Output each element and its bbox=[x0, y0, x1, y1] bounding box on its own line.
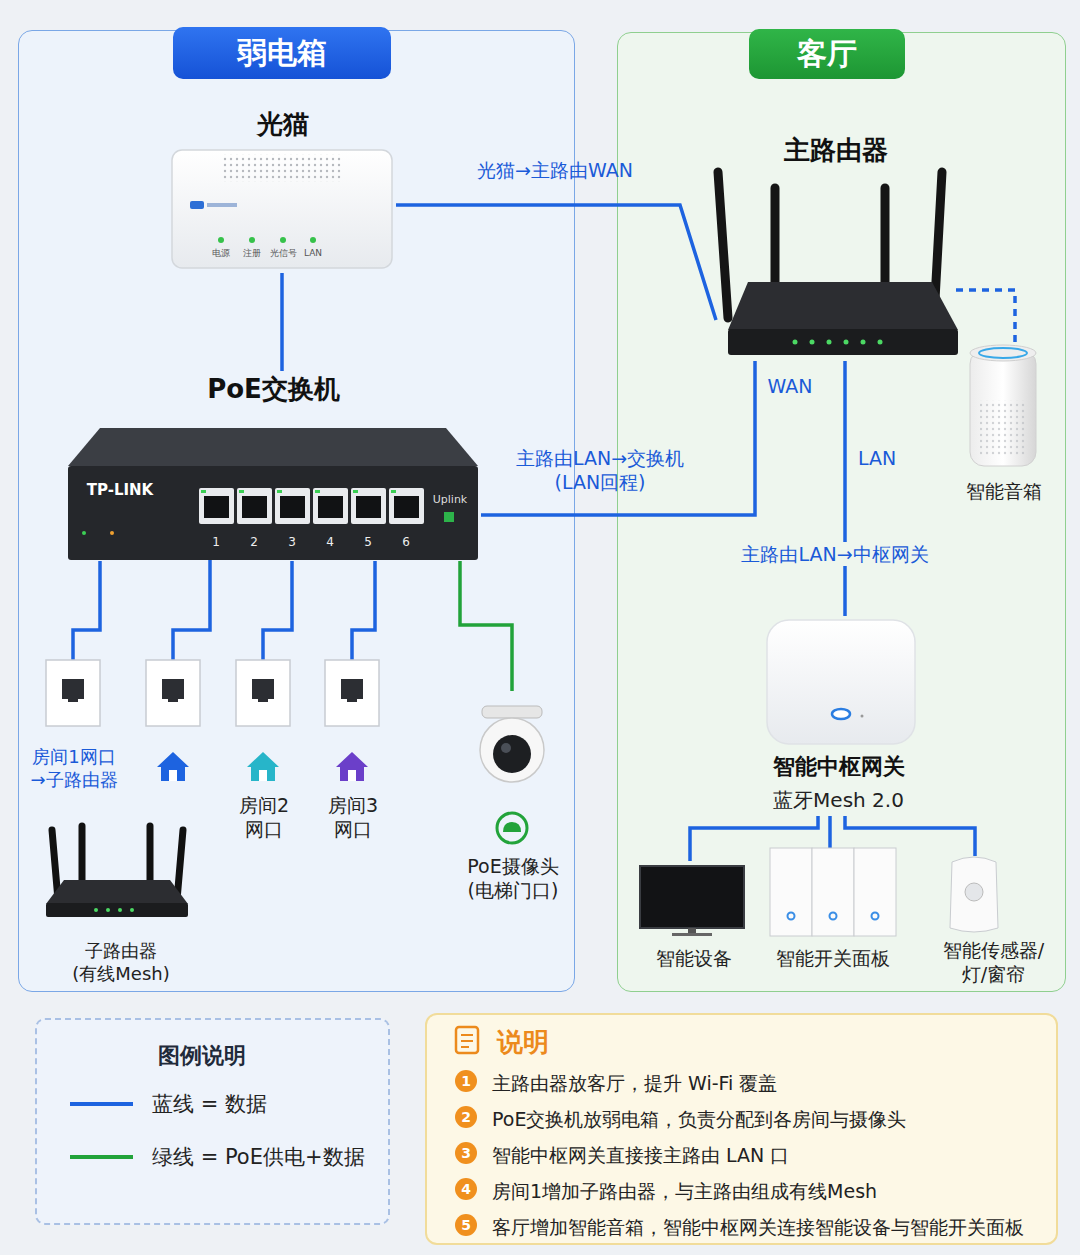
led-label: 注册 bbox=[237, 247, 267, 259]
edge-label: 主路由LAN→中枢网关 bbox=[725, 542, 945, 566]
port-node: 房间2 网口 bbox=[234, 661, 294, 846]
port-label: WAN bbox=[762, 374, 818, 398]
led-label: LAN bbox=[298, 247, 328, 259]
port-node: 房间3 网口 bbox=[323, 661, 383, 846]
zone-badge: 弱电箱 bbox=[173, 27, 391, 79]
callout-number: 2 bbox=[455, 1106, 477, 1128]
device-node: 智能音箱 bbox=[956, 346, 1051, 506]
port-label: Uplink bbox=[428, 493, 472, 507]
edge-label: 光猫→主路由WAN bbox=[445, 158, 665, 182]
legend-text: 绿线 = PoE供电+数据 bbox=[152, 1144, 382, 1171]
node-title: 说明 bbox=[497, 1026, 597, 1059]
led-label: 光信号 bbox=[265, 247, 301, 259]
device-node: 智能开关面板 bbox=[763, 849, 903, 976]
node-text: 房间1增加子路由器，与主路由组成有线Mesh bbox=[492, 1179, 1052, 1203]
node-title: PoE摄像头 (电梯门口) bbox=[453, 854, 573, 902]
device-node: 智能设备 bbox=[636, 861, 751, 976]
node-text: PoE交换机放弱电箱，负责分配到各房间与摄像头 bbox=[492, 1107, 1052, 1131]
node-title: 房间2 网口 bbox=[229, 793, 299, 841]
device-node: 智能中枢网关蓝牙Mesh 2.0 bbox=[756, 616, 921, 816]
node-title: 房间3 网口 bbox=[318, 793, 388, 841]
port-number: 6 bbox=[396, 535, 416, 550]
port-number: 5 bbox=[358, 535, 378, 550]
callout-number: 1 bbox=[455, 1070, 477, 1092]
callout-number: 3 bbox=[455, 1142, 477, 1164]
callout-number: 5 bbox=[455, 1214, 477, 1236]
node-text: 智能中枢网关直接接主路由 LAN 口 bbox=[492, 1143, 1052, 1167]
zone-badge: 客厅 bbox=[749, 29, 905, 79]
node-title: 子路由器 (有线Mesh) bbox=[41, 939, 201, 985]
device-node: 智能传感器/ 灯/窗帘 bbox=[931, 856, 1056, 991]
legend-text: 蓝线 = 数据 bbox=[152, 1091, 382, 1118]
callout-number: 4 bbox=[455, 1178, 477, 1200]
port-number: 1 bbox=[206, 535, 226, 550]
node-title: 智能开关面板 bbox=[753, 946, 913, 970]
port-number: 4 bbox=[320, 535, 340, 550]
node-text: 主路由器放客厅，提升 Wi-Fi 覆盖 bbox=[492, 1071, 1052, 1095]
node-title: 智能音箱 bbox=[946, 479, 1061, 503]
note-box: 说明主路由器放客厅，提升 Wi-Fi 覆盖 PoE交换机放弱电箱，负责分配到各房间… bbox=[425, 1013, 1058, 1245]
brand-label: TP-LINK bbox=[80, 481, 160, 500]
node-text: 蓝牙Mesh 2.0 bbox=[746, 787, 931, 813]
zone-panel: 客厅主路由器智能音箱智能中枢网关蓝牙Mesh 2.0智能设备智能开关面板智能传感… bbox=[617, 32, 1066, 992]
node-title: 光猫 bbox=[169, 108, 396, 141]
node-title: 智能传感器/ 灯/窗帘 bbox=[931, 938, 1056, 986]
node-title: 智能设备 bbox=[631, 946, 756, 970]
edge-label: 主路由LAN→交换机 (LAN回程) bbox=[500, 446, 700, 494]
node-title: 智能中枢网关 bbox=[746, 753, 931, 781]
device-node: 子路由器 (有线Mesh) bbox=[41, 821, 201, 986]
device-node: PoE摄像头 (电梯门口) bbox=[456, 691, 571, 911]
node-text: 客厅增加智能音箱，智能中枢网关连接智能设备与智能开关面板 bbox=[492, 1215, 1052, 1239]
device-node: 主路由器 bbox=[716, 131, 956, 361]
port-label: LAN bbox=[852, 446, 902, 470]
node-title: 图例说明 bbox=[122, 1042, 282, 1070]
device-node: 光猫 bbox=[169, 106, 396, 273]
port-number: 2 bbox=[244, 535, 264, 550]
led-label: 电源 bbox=[206, 247, 236, 259]
legend-box: 图例说明 bbox=[35, 1018, 390, 1225]
node-title: 房间1网口 →子路由器 bbox=[24, 745, 124, 791]
port-number: 3 bbox=[282, 535, 302, 550]
port-node: 房间1网口 →子路由器 bbox=[24, 661, 124, 796]
node-title: 主路由器 bbox=[716, 134, 956, 167]
device-node: PoE交换机 bbox=[66, 371, 481, 561]
node-title: PoE交换机 bbox=[66, 373, 481, 406]
